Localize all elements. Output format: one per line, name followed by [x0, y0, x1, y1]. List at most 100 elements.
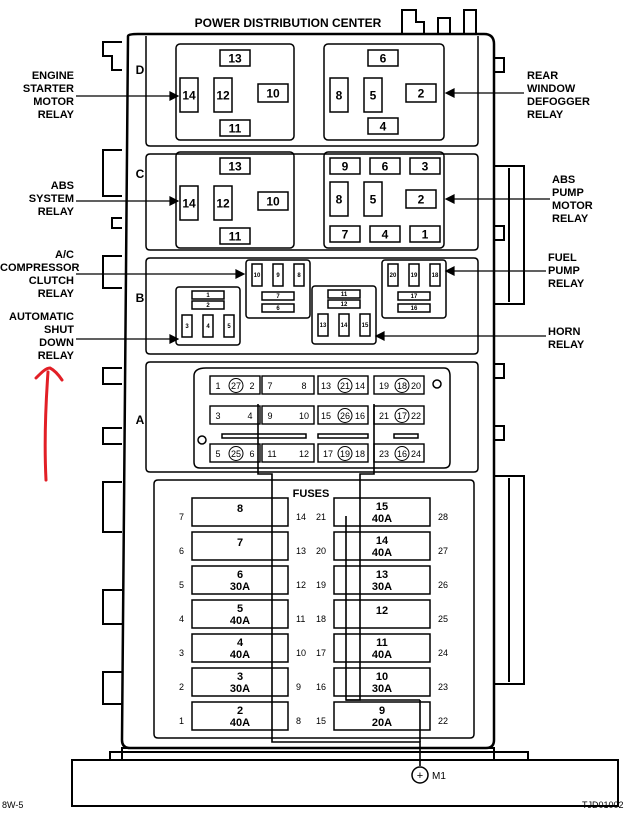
relay-d-left-pin-13-label: 13 [228, 51, 242, 65]
micro-left-pin-3-label: 3 [185, 324, 189, 330]
fuse-terminal-left: 16 [316, 682, 326, 692]
fuse-terminal-right: 27 [438, 546, 448, 556]
fuse-terminal-right: 13 [296, 546, 306, 556]
relay-d-right-pin-6-label: 6 [380, 51, 387, 65]
label-horn-relay: HORN RELAY [548, 326, 585, 351]
row-a-fuse-block [193, 367, 451, 469]
micro-left-pin-2: 2 [191, 300, 225, 310]
micro-right-pin-16-label: 16 [411, 306, 418, 312]
fuse-rating: 30A [372, 683, 392, 695]
row-a-r3-n8: 23 [379, 449, 389, 459]
m1-label: M1 [432, 771, 446, 782]
row-a-r3-n2: 6 [249, 449, 254, 459]
fuse-number: 8 [237, 503, 243, 515]
micro-mid-top-pin-8: 8 [293, 263, 305, 287]
relay-c-left-pin-11: 11 [219, 227, 251, 245]
row-a-r3-n1-circle [228, 446, 244, 461]
diagram-title: POWER DISTRIBUTION CENTER [195, 16, 382, 30]
fuse-number: 6 [237, 569, 243, 581]
micro-mid-top-pin-10: 10 [251, 263, 263, 287]
fuse-number: 7 [237, 537, 243, 549]
label-ac-clutch-relay: A/C COMPRESSOR CLUTCH RELAY [0, 249, 80, 300]
fuse-number: 11 [376, 637, 388, 649]
fuse-terminal-right: 28 [438, 512, 448, 522]
micro-mid-bot-pin-11-label: 11 [341, 292, 348, 298]
top-tabs [401, 9, 477, 35]
relay-d-right-pin-8: 8 [329, 77, 349, 113]
fuse-rating: 40A [230, 615, 250, 627]
micro-right-pin-17: 17 [397, 291, 431, 301]
fuse-number: 4 [237, 637, 244, 649]
micro-mid-bot-pin-12-label: 12 [341, 302, 348, 308]
row-a-r3-n1: 25 [231, 449, 241, 459]
fuse-number: 13 [376, 569, 388, 581]
row-a-r1-n2: 2 [249, 381, 254, 391]
relay-c-right-pin-4-label: 4 [382, 227, 389, 241]
micro-mid-bot-pin-11: 11 [327, 289, 361, 299]
relay-d-left-pin-10-label: 10 [266, 86, 280, 100]
fuse-terminal-left: 19 [316, 580, 326, 590]
relay-c-left-pin-12-label: 12 [216, 196, 230, 210]
micro-left-pin-1: 1 [191, 290, 225, 300]
micro-left-pin-2-label: 2 [206, 303, 210, 309]
relay-c-right-pin-2: 2 [405, 189, 437, 209]
micro-mid-top-pin-9-label: 9 [276, 273, 280, 279]
micro-relay-frames [175, 259, 447, 346]
row-a-r3-n6: 19 [340, 449, 350, 459]
row-a-r3-cell-1 [261, 443, 315, 463]
row-a-r2-n5-circle [337, 408, 353, 423]
micro-left-pin-4: 4 [202, 314, 214, 338]
label-abs-pump-relay: ABS PUMP MOTOR RELAY [552, 174, 593, 225]
relay-c-right-pin-5: 5 [363, 181, 383, 217]
relay-d-left-pin-14-label: 14 [182, 88, 196, 102]
row-a-r1-n6-circle [337, 378, 353, 393]
row-a-r3-n4: 12 [299, 449, 309, 459]
micro-mid-top-pin-7: 7 [261, 291, 295, 301]
relay-d-left-pin-11-label: 11 [229, 121, 242, 135]
relay-c-right-pin-8: 8 [329, 181, 349, 217]
relay-c-right-pin-9-label: 9 [342, 159, 349, 173]
micro-mid-top-pin-6-label: 6 [276, 306, 280, 312]
fuse-rating: 40A [230, 717, 250, 729]
micro-mid-bot-pin-15: 15 [359, 313, 371, 337]
row-a-r2-n4: 15 [321, 411, 331, 421]
fuse-rating: 30A [372, 581, 392, 593]
fuse-terminal-right: 10 [296, 648, 306, 658]
relay-c-left-pin-14-label: 14 [182, 196, 196, 210]
row-a-r2-n9: 22 [411, 411, 421, 421]
row-a-r2-n8-circle [394, 408, 410, 423]
relay-d-left-pin-10: 10 [257, 83, 289, 103]
relay-c-right-pin-2-label: 2 [418, 192, 425, 206]
m1-ground-plus: + [417, 770, 423, 782]
micro-right-pin-20-label: 20 [390, 273, 397, 279]
micro-left-pin-4-label: 4 [206, 324, 210, 330]
row-a-r1-cell-0 [209, 375, 261, 395]
fuse-rating: 20A [372, 717, 392, 729]
relay-c-left-pin-12: 12 [213, 185, 233, 221]
row-a-r1-cell-3 [373, 375, 425, 395]
relay-d-right-pin-8-label: 8 [336, 88, 343, 102]
relay-c-left-pin-14: 14 [179, 185, 199, 221]
housing-bottom-strip [121, 747, 495, 761]
relay-c-right-pin-4: 4 [369, 225, 401, 243]
relay-d-right-pin-2: 2 [405, 83, 437, 103]
fuse-terminal-left: 5 [179, 580, 184, 590]
row-a-r3-n9-circle [394, 446, 410, 461]
micro-mid-bot-pin-15-label: 15 [362, 323, 369, 329]
row-a-r3-n5: 17 [323, 449, 333, 459]
relay-d-right-pin-5-label: 5 [370, 88, 377, 102]
fuse-rating: 30A [230, 581, 250, 593]
row-a-r3-n6-circle [337, 446, 353, 461]
relay-d-left-pin-12: 12 [213, 77, 233, 113]
fuses-title: FUSES [293, 488, 330, 500]
row-a-r1-n9: 18 [397, 381, 407, 391]
fuse-rating: 40A [372, 547, 392, 559]
row-a-r2-n1: 4 [247, 411, 252, 421]
relay-c-right-pin-1: 1 [409, 225, 441, 243]
